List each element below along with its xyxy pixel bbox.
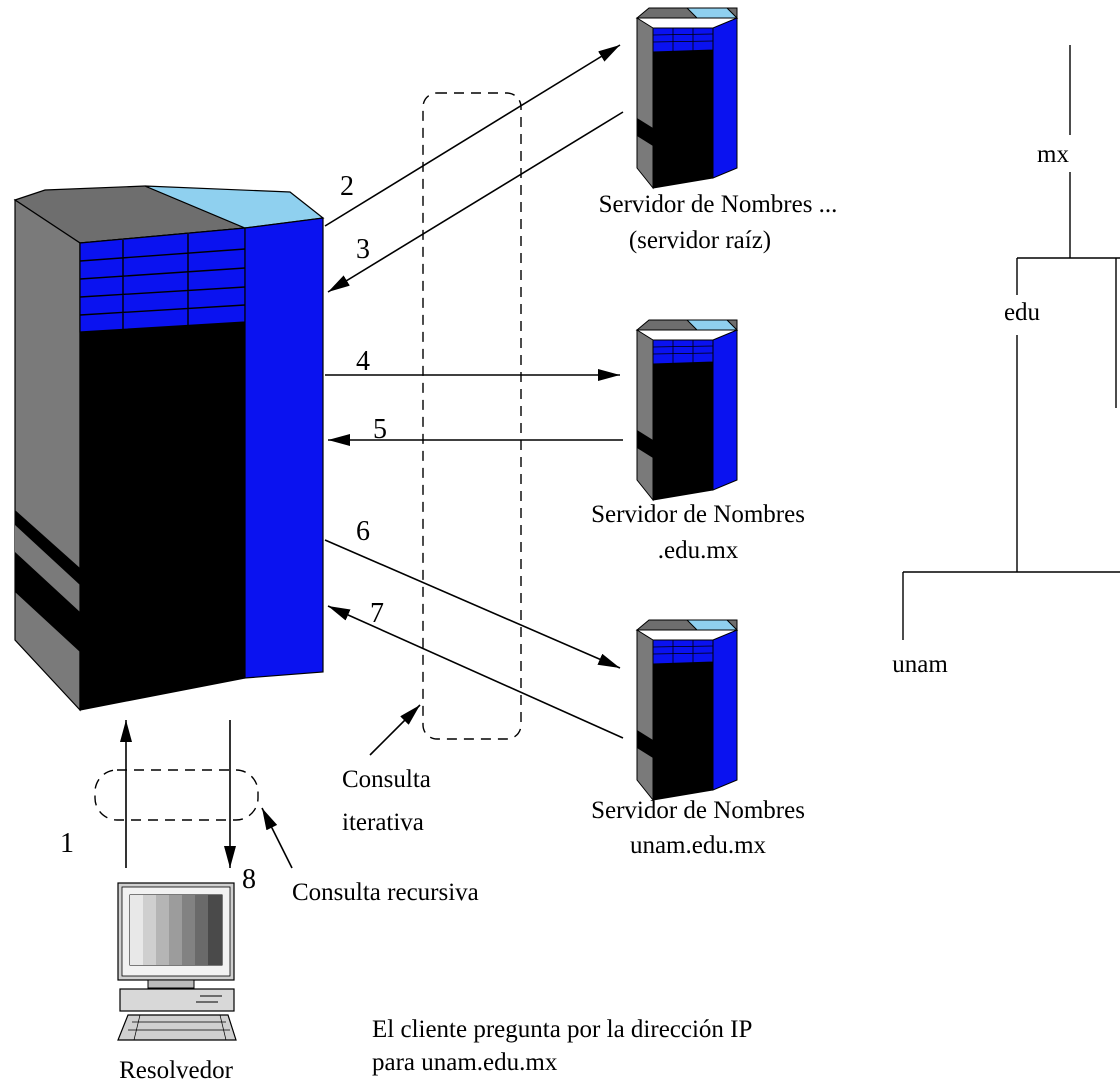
recursive-query-box — [94, 769, 259, 821]
local-dns-server-icon — [13, 185, 325, 712]
caption-line2: para unam.edu.mx — [372, 1049, 558, 1076]
step-7-label: 7 — [370, 598, 384, 629]
step-5-label: 5 — [373, 414, 387, 445]
root-server-label-line2: (servidor raíz) — [629, 227, 771, 254]
recursive-label: Consulta recursiva — [292, 879, 479, 906]
caption-line1: El cliente pregunta por la dirección IP — [372, 1016, 752, 1043]
arrow-7 — [327, 605, 624, 739]
iterative-callout-arrow — [369, 704, 421, 756]
iterative-query-box — [422, 92, 522, 740]
edu-server-label-line2: .edu.mx — [658, 537, 739, 564]
iterative-label-line2: iterativa — [342, 809, 424, 836]
root-name-server-icon — [636, 7, 738, 189]
unam-server-label-line1: Servidor de Nombres — [591, 797, 805, 824]
step-8-label: 8 — [242, 864, 256, 895]
resolver-label: Resolvedor — [119, 1057, 234, 1084]
tree-node-mx: mx — [1037, 141, 1069, 168]
unam-server-label-line2: unam.edu.mx — [630, 832, 767, 859]
unam-name-server-icon — [636, 619, 738, 801]
step-6-label: 6 — [356, 516, 370, 547]
tree-node-unam: unam — [892, 651, 948, 678]
iterative-label-line1: Consulta — [342, 766, 431, 793]
recursive-callout-arrow — [261, 807, 293, 869]
resolver-computer-icon — [117, 882, 237, 1041]
arrow-6 — [324, 539, 621, 669]
tree-node-edu: edu — [1004, 299, 1041, 326]
step-3-label: 3 — [356, 234, 370, 265]
step-2-label: 2 — [340, 171, 354, 202]
domain-tree — [902, 45, 1120, 640]
root-server-label-line1: Servidor de Nombres ... — [599, 191, 838, 218]
step-1-label: 1 — [60, 828, 74, 859]
edu-name-server-icon — [636, 319, 738, 501]
edu-server-label-line1: Servidor de Nombres — [591, 501, 805, 528]
arrow-3 — [327, 111, 624, 293]
arrow-2 — [324, 44, 621, 227]
step-4-label: 4 — [356, 346, 370, 377]
